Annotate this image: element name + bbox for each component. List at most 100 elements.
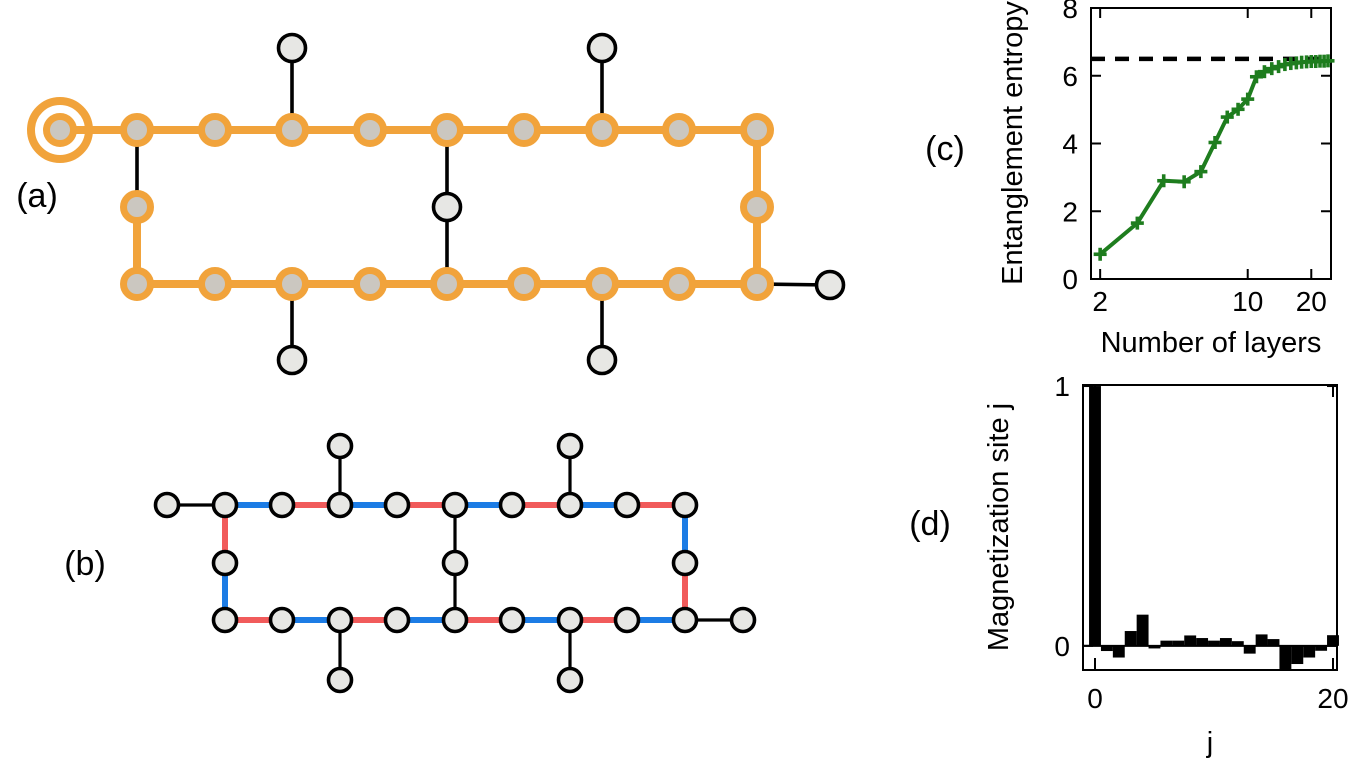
x-axis-title-j: j [1206, 727, 1213, 759]
path-node [120, 113, 154, 147]
plain-node [211, 491, 239, 519]
path-node [585, 267, 619, 301]
panel-b-lattice-diagram: (b) [64, 432, 757, 694]
path-node [585, 113, 619, 147]
plain-node [326, 606, 354, 634]
path-node [740, 113, 774, 147]
bar [1112, 645, 1125, 658]
plain-node [556, 606, 584, 634]
x-tick-label: 0 [1087, 683, 1103, 714]
bar [1100, 645, 1113, 652]
plain-node [383, 606, 411, 634]
y-axis-title-magnetization: Magnetization site j [983, 403, 1015, 651]
x-tick-label: 2 [1092, 286, 1108, 317]
panel-label-b: (b) [64, 545, 106, 583]
bar [1315, 645, 1328, 651]
x-tick-label: 10 [1232, 286, 1263, 317]
plain-node [383, 491, 411, 519]
plain-node [268, 606, 296, 634]
y-tick-label: 4 [1062, 129, 1078, 160]
bar [1184, 635, 1197, 646]
plain-node [326, 666, 354, 694]
y-tick-label: 8 [1062, 0, 1078, 24]
plain-node [326, 432, 354, 460]
bar [1124, 631, 1137, 646]
start-node-outer-ring [27, 97, 93, 163]
plain-node [671, 549, 699, 577]
path-node [120, 267, 154, 301]
y-tick-label: 2 [1062, 196, 1078, 227]
path-node [275, 113, 309, 147]
bar [1160, 640, 1173, 646]
bar [1303, 645, 1316, 658]
panel-label-a: (a) [16, 177, 58, 215]
y-tick-label: 6 [1062, 61, 1078, 92]
entropy-curve [1098, 58, 1329, 256]
plain-node [586, 32, 618, 64]
path-node [740, 190, 774, 224]
bar [1243, 645, 1256, 654]
panel-a-lattice-diagram: (a) [16, 32, 846, 376]
path-node [430, 267, 464, 301]
y-tick-label: 1 [1054, 371, 1070, 402]
x-axis-title-layers: Number of layers [1101, 327, 1322, 359]
bar [1196, 638, 1209, 646]
path-node [275, 267, 309, 301]
path-node [353, 113, 387, 147]
plain-node [441, 549, 469, 577]
plain-node [814, 269, 846, 301]
y-axis-title-entropy: Entanglement entropy [997, 1, 1029, 285]
plain-node [556, 432, 584, 460]
path-node [120, 190, 154, 224]
bar [1136, 614, 1149, 646]
bar [1219, 638, 1232, 646]
panel-label-d: (d) [909, 505, 951, 543]
panel-b-nodes [153, 432, 757, 694]
plain-node [326, 491, 354, 519]
bar [1291, 645, 1304, 665]
y-tick-label: 0 [1062, 264, 1078, 295]
start-node [43, 113, 77, 147]
plain-node [441, 491, 469, 519]
plain-node [276, 32, 308, 64]
path-node [353, 267, 387, 301]
plain-node [441, 606, 469, 634]
path-node [198, 267, 232, 301]
y-tick-label: 0 [1054, 631, 1070, 662]
plain-node [431, 191, 463, 223]
plain-node [498, 491, 526, 519]
plain-node [729, 606, 757, 634]
bar [1231, 641, 1244, 646]
plain-node [268, 491, 296, 519]
bar [1172, 640, 1185, 646]
path-node [662, 113, 696, 147]
path-node [740, 267, 774, 301]
plain-node [276, 344, 308, 376]
bar [1267, 639, 1280, 646]
path-node [198, 113, 232, 147]
plain-node [556, 491, 584, 519]
plain-node [556, 666, 584, 694]
bar [1279, 645, 1292, 671]
plain-node [211, 606, 239, 634]
bar [1255, 634, 1268, 646]
plain-node [153, 491, 181, 519]
plain-node [671, 491, 699, 519]
panel-label-c: (c) [925, 130, 965, 168]
plain-node [586, 344, 618, 376]
bar [1208, 640, 1220, 646]
path-node [507, 267, 541, 301]
path-node [507, 113, 541, 147]
plain-node [211, 549, 239, 577]
path-node [430, 113, 464, 147]
path-node [662, 267, 696, 301]
x-tick-label: 20 [1296, 286, 1327, 317]
bar [1089, 386, 1101, 646]
bar [1327, 635, 1339, 646]
